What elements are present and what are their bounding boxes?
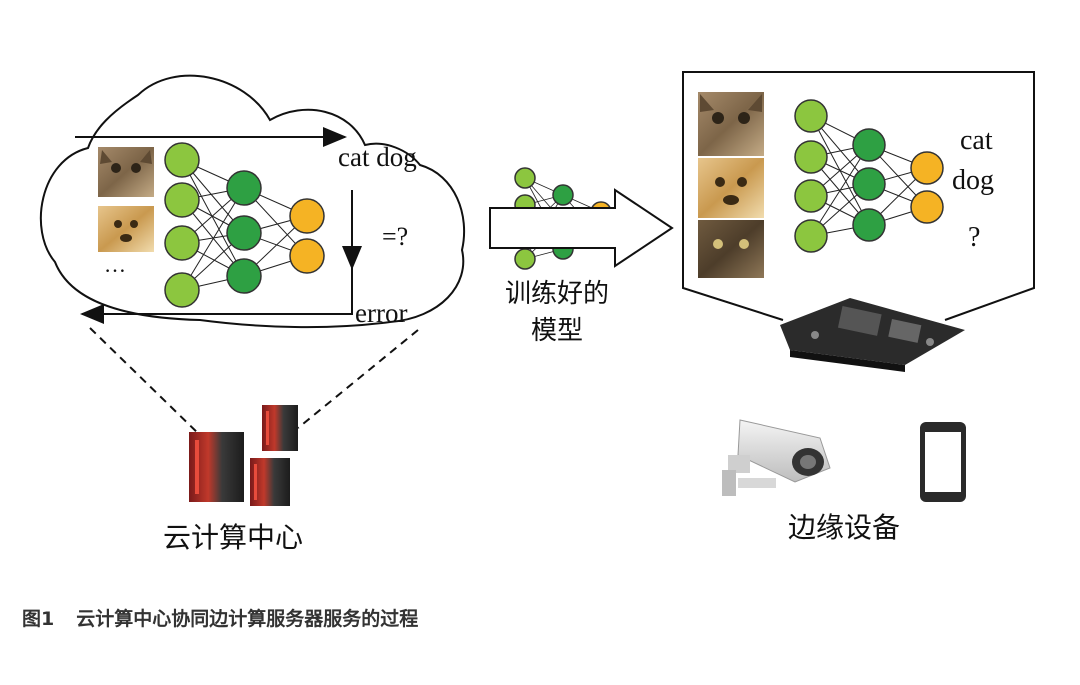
caption-text: 云计算中心协同边计算服务器服务的过程 bbox=[76, 608, 419, 630]
hidden-node bbox=[852, 128, 886, 162]
input-node bbox=[794, 99, 828, 133]
cat-dog-label: cat dog bbox=[338, 142, 417, 172]
server-icon bbox=[189, 405, 298, 506]
transfer-arrow bbox=[489, 188, 674, 268]
cat2-photo-edge bbox=[698, 220, 764, 278]
ellipsis-label: … bbox=[104, 252, 126, 277]
output-node bbox=[910, 151, 944, 185]
dashed-link-left bbox=[89, 327, 206, 441]
network-edge bbox=[810, 144, 870, 237]
dog-photo bbox=[98, 206, 154, 252]
hidden-node bbox=[852, 167, 886, 201]
cloud-outline bbox=[39, 74, 466, 329]
equals-question-label: =? bbox=[382, 222, 409, 251]
input-node bbox=[794, 219, 828, 253]
input-node bbox=[514, 167, 536, 189]
input-node bbox=[794, 140, 828, 174]
trained-model-label-line2: 模型 bbox=[531, 316, 584, 346]
figure-caption: 图1 云计算中心协同边计算服务器服务的过程 bbox=[22, 604, 418, 631]
input-node bbox=[164, 182, 200, 218]
dog-label: dog bbox=[952, 165, 994, 196]
input-node bbox=[164, 272, 200, 308]
smartphone-icon bbox=[920, 422, 966, 502]
cat-label: cat bbox=[960, 125, 993, 156]
output-node bbox=[289, 238, 325, 274]
dog-photo-edge bbox=[698, 158, 764, 218]
hidden-node bbox=[226, 170, 262, 206]
network-edge bbox=[181, 159, 245, 277]
question-label: ? bbox=[968, 222, 981, 253]
trained-model-label-line1: 训练好的 bbox=[505, 279, 610, 309]
cloud-center-label: 云计算中心 bbox=[163, 521, 304, 554]
hidden-node bbox=[552, 184, 574, 206]
output-node bbox=[910, 190, 944, 224]
cloud-panel bbox=[39, 74, 466, 329]
error-feedback-line bbox=[80, 268, 353, 324]
edge-server-board-icon bbox=[780, 298, 965, 372]
input-node bbox=[794, 179, 828, 213]
surveillance-camera-icon bbox=[722, 419, 831, 496]
error-label: error bbox=[355, 298, 408, 328]
neural-network-edge bbox=[794, 99, 944, 253]
output-node bbox=[289, 198, 325, 234]
edge-devices-label: 边缘设备 bbox=[788, 511, 901, 544]
edge-panel bbox=[682, 71, 1035, 321]
dashed-link-right bbox=[297, 329, 419, 429]
cat-photo bbox=[98, 147, 154, 197]
network-edge bbox=[181, 187, 245, 291]
cat-photo-edge bbox=[698, 92, 764, 156]
edge-panel-callout bbox=[682, 71, 1035, 321]
input-node bbox=[164, 142, 200, 178]
neural-network-cloud bbox=[164, 142, 325, 308]
hidden-node bbox=[226, 215, 262, 251]
input-node bbox=[164, 225, 200, 261]
hidden-node bbox=[852, 208, 886, 242]
caption-number: 图1 bbox=[22, 608, 55, 630]
input-node bbox=[514, 248, 536, 270]
hidden-node bbox=[226, 258, 262, 294]
